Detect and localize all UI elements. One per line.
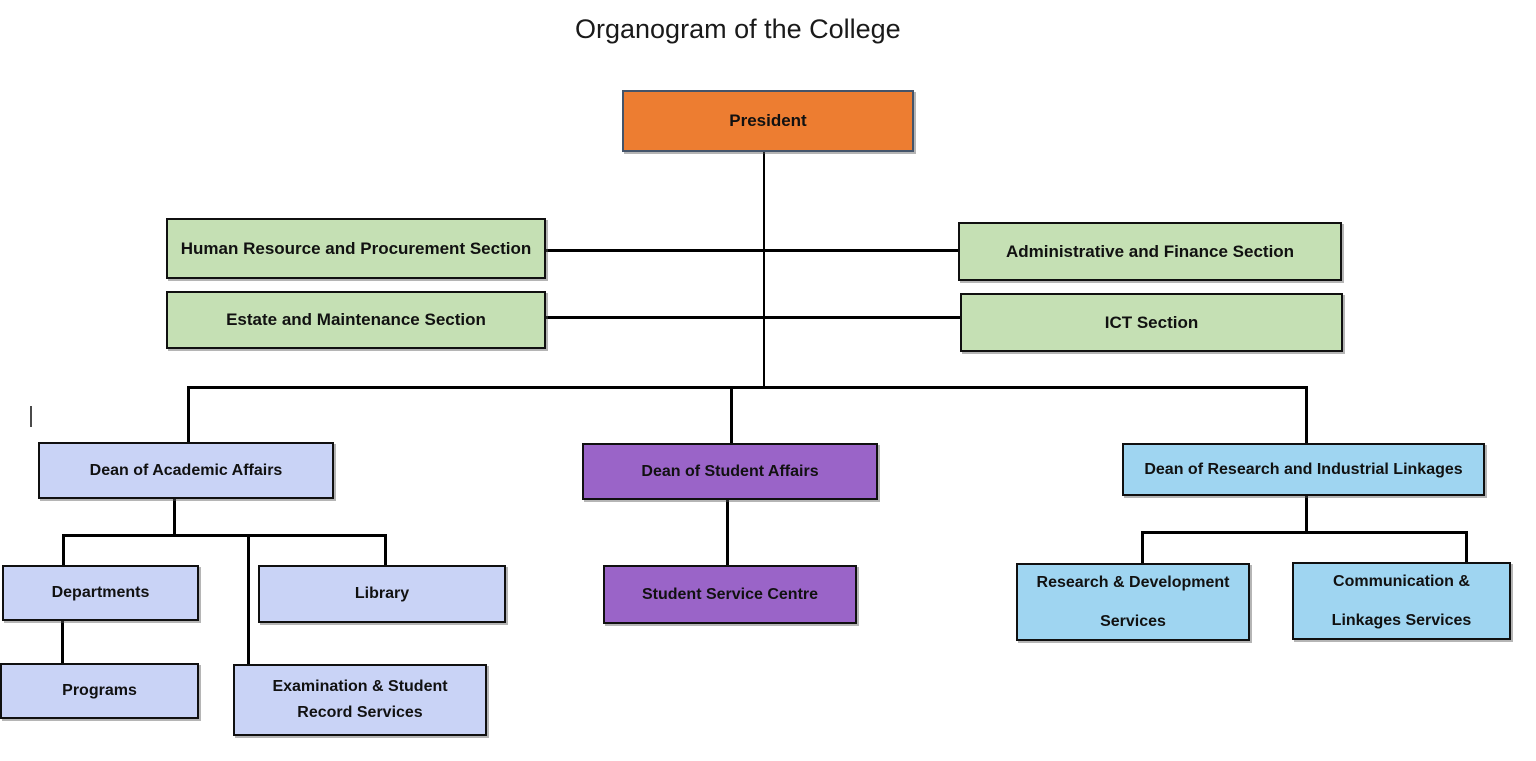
node-administrative-finance: Administrative and Finance Section bbox=[958, 222, 1342, 281]
node-dean-research-industrial-linkages: Dean of Research and Industrial Linkages bbox=[1122, 443, 1485, 496]
node-dean-research-label: Dean of Research and Industrial Linkages bbox=[1144, 460, 1463, 478]
node-dean-student-label: Dean of Student Affairs bbox=[641, 462, 819, 480]
node-estate-maintenance: Estate and Maintenance Section bbox=[166, 291, 546, 349]
connector-drop-library bbox=[384, 534, 387, 565]
node-hr-label: Human Resource and Procurement Section bbox=[180, 238, 532, 258]
node-student-service-centre: Student Service Centre bbox=[603, 565, 857, 624]
connector-hr-admin-row bbox=[546, 249, 958, 252]
node-programs: Programs bbox=[0, 663, 199, 719]
node-dean-academic-label: Dean of Academic Affairs bbox=[89, 461, 283, 479]
connector-departments-programs bbox=[61, 621, 64, 663]
connector-academic-stem bbox=[173, 499, 176, 537]
node-communication-linkages-services: Communication & Linkages Services bbox=[1292, 562, 1511, 640]
node-examination-student-record-services: Examination & Student Record Services bbox=[233, 664, 487, 736]
node-exam-label-line2: Record Services bbox=[297, 704, 423, 721]
connector-drop-dean-research bbox=[1305, 386, 1308, 443]
connector-drop-comm-services bbox=[1465, 531, 1468, 562]
connector-drop-dean-student bbox=[730, 386, 733, 443]
connector-drop-departments bbox=[62, 534, 65, 565]
node-estate-label: Estate and Maintenance Section bbox=[226, 310, 486, 330]
node-president: President bbox=[622, 90, 914, 152]
node-student-service-label: Student Service Centre bbox=[641, 585, 819, 603]
connector-academic-bus bbox=[62, 534, 387, 537]
node-programs-label: Programs bbox=[62, 682, 137, 699]
connector-drop-examination bbox=[247, 534, 250, 665]
node-president-label: President bbox=[729, 111, 807, 131]
node-comm-label-line2: Linkages Services bbox=[1331, 612, 1472, 629]
node-dean-student-affairs: Dean of Student Affairs bbox=[582, 443, 878, 500]
node-exam-label-line1: Examination & Student bbox=[272, 677, 448, 695]
node-library: Library bbox=[258, 565, 506, 623]
node-comm-label-line1: Communication & bbox=[1333, 572, 1470, 590]
text-cursor-artifact bbox=[30, 406, 32, 427]
node-research-development-services: Research & Development Services bbox=[1016, 563, 1250, 641]
connector-drop-rd-services bbox=[1141, 531, 1144, 563]
node-rd-label-line2: Services bbox=[1100, 613, 1166, 630]
connector-research-stem bbox=[1305, 496, 1308, 534]
node-dean-academic-affairs: Dean of Academic Affairs bbox=[38, 442, 334, 499]
connector-drop-dean-academic bbox=[187, 386, 190, 442]
connector-student-service-stem bbox=[726, 500, 729, 565]
connector-deans-bus bbox=[188, 386, 1308, 389]
node-ict-label: ICT Section bbox=[1104, 312, 1199, 332]
node-library-label: Library bbox=[354, 585, 410, 602]
node-admin-label: Administrative and Finance Section bbox=[1005, 241, 1295, 261]
node-departments: Departments bbox=[2, 565, 199, 621]
node-departments-label: Departments bbox=[51, 584, 150, 601]
connector-president-trunk bbox=[763, 152, 765, 388]
diagram-title: Organogram of the College bbox=[575, 14, 901, 44]
connector-research-bus bbox=[1141, 531, 1468, 534]
node-ict-section: ICT Section bbox=[960, 293, 1343, 352]
node-human-resource-procurement: Human Resource and Procurement Section bbox=[166, 218, 546, 279]
connector-estate-ict-row bbox=[546, 316, 960, 319]
node-rd-label-line1: Research & Development bbox=[1036, 573, 1230, 591]
